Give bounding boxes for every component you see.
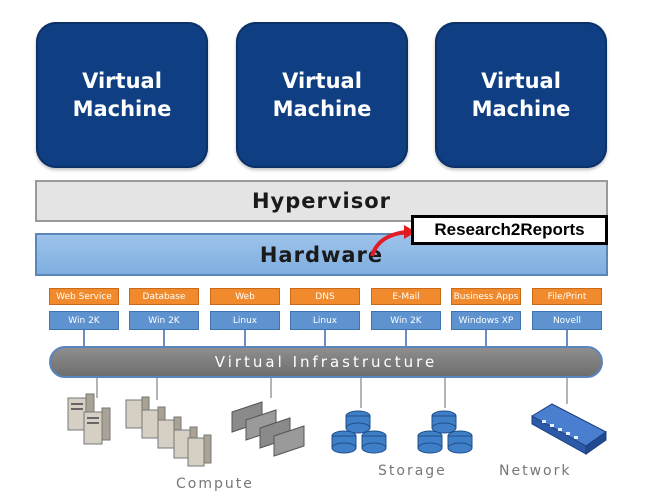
connector — [444, 378, 446, 408]
service-business-apps: Business Apps — [451, 288, 521, 305]
connector — [96, 378, 98, 398]
vm-label-line1: Virtual — [282, 69, 362, 93]
os-novell: Novell — [532, 311, 602, 330]
os-label: Windows XP — [458, 315, 514, 326]
os-label: Win 2K — [148, 315, 180, 326]
compute-label: Compute — [176, 476, 254, 492]
os-win2k-3: Win 2K — [371, 311, 441, 330]
os-label: Linux — [232, 315, 258, 326]
vm-label-line2: Machine — [471, 97, 571, 121]
storage-disk-icon — [417, 410, 473, 454]
virtual-machine-3: Virtual Machine — [435, 22, 607, 168]
connector — [83, 330, 85, 348]
os-label: Win 2K — [390, 315, 422, 326]
hardware-layer: Hardware — [35, 233, 608, 276]
os-linux-2: Linux — [290, 311, 360, 330]
virtual-machine-2: Virtual Machine — [236, 22, 408, 168]
vm-label-line1: Virtual — [481, 69, 561, 93]
service-label: DNS — [315, 291, 335, 302]
virtual-infrastructure-label: Virtual Infrastructure — [214, 353, 438, 371]
watermark-text: Research2Reports — [434, 220, 585, 239]
connector — [244, 330, 246, 348]
service-file-print: File/Print — [532, 288, 602, 305]
connector — [485, 330, 487, 348]
service-label: E-Mail — [392, 291, 420, 302]
connector — [270, 378, 272, 398]
service-web: Web — [210, 288, 280, 305]
service-dns: DNS — [290, 288, 360, 305]
os-linux-1: Linux — [210, 311, 280, 330]
vm-label-line2: Machine — [72, 97, 172, 121]
server-tower-icon — [67, 393, 111, 445]
connector — [566, 378, 568, 404]
service-web-service: Web Service — [49, 288, 119, 305]
connector — [324, 330, 326, 348]
connector — [156, 378, 158, 400]
os-win2k-1: Win 2K — [49, 311, 119, 330]
watermark-logo: Research2Reports — [411, 215, 608, 245]
hardware-label: Hardware — [259, 242, 384, 267]
connector — [405, 330, 407, 348]
hypervisor-layer: Hypervisor — [35, 180, 608, 222]
connector — [163, 330, 165, 348]
connector — [360, 378, 362, 408]
vm-label-line2: Machine — [272, 97, 372, 121]
service-label: Database — [142, 291, 186, 302]
storage-disk-icon — [331, 410, 387, 454]
vm-label-line1: Virtual — [82, 69, 162, 93]
os-label: Novell — [552, 315, 582, 326]
service-database: Database — [129, 288, 199, 305]
service-label: Business Apps — [453, 291, 519, 302]
os-win2k-2: Win 2K — [129, 311, 199, 330]
network-switch-icon — [531, 403, 607, 455]
service-label: Web Service — [56, 291, 112, 302]
red-arrow-icon — [370, 225, 416, 257]
server-cluster-icon — [125, 396, 212, 467]
os-label: Linux — [312, 315, 338, 326]
blade-server-icon — [231, 401, 305, 457]
network-label: Network — [499, 463, 572, 479]
virtual-infrastructure-bar: Virtual Infrastructure — [49, 346, 603, 378]
os-label: Win 2K — [68, 315, 100, 326]
service-label: File/Print — [547, 291, 587, 302]
service-label: Web — [235, 291, 255, 302]
virtual-machine-1: Virtual Machine — [36, 22, 208, 168]
connector — [566, 330, 568, 348]
hypervisor-label: Hypervisor — [251, 189, 392, 213]
storage-label: Storage — [378, 463, 447, 479]
os-windows-xp: Windows XP — [451, 311, 521, 330]
service-email: E-Mail — [371, 288, 441, 305]
